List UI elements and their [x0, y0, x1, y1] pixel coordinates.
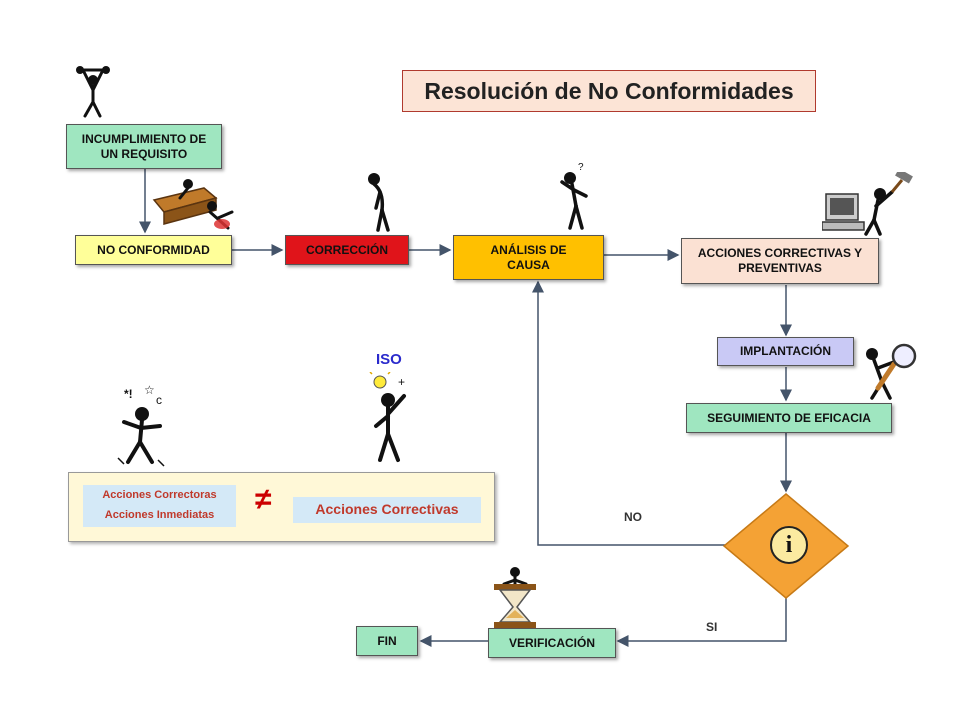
- acciones-correctivas-label: Acciones Correctivas: [315, 501, 459, 517]
- label-iso: ISO: [376, 351, 402, 368]
- thinking-figure-icon: ?: [560, 162, 588, 230]
- acciones-inmediatas-label: Acciones Inmediatas: [104, 509, 215, 521]
- not-equal-symbol: ≠: [255, 483, 272, 516]
- exercise-figure-icon: [76, 66, 110, 118]
- box-fin: FIN: [356, 626, 418, 656]
- arrow-decision-no-loop: [532, 280, 725, 546]
- sad-figure-icon: [368, 173, 390, 232]
- label-si: SI: [706, 620, 718, 634]
- page-title: Resolución de No Conformidades: [402, 70, 816, 112]
- acciones-correctoras-label: Acciones Correctoras: [102, 489, 217, 501]
- box-implantacion: IMPLANTACIÓN: [717, 337, 854, 366]
- computer-hammer-figure-icon: [822, 172, 913, 236]
- box-correccion: CORRECCIÓN: [285, 235, 409, 265]
- svg-text:*!: *!: [124, 387, 133, 401]
- idea-figure-icon: +: [369, 372, 406, 462]
- svg-text:+: +: [398, 375, 405, 389]
- box-no-conformidad: NO CONFORMIDAD: [75, 235, 232, 265]
- svg-text:?: ?: [578, 162, 584, 173]
- box-verificacion: VERIFICACIÓN: [488, 628, 616, 658]
- correctivas-panel: [293, 497, 481, 523]
- box-seguimiento: SEGUIMIENTO DE EFICACIA: [686, 403, 892, 433]
- svg-text:c: c: [156, 393, 162, 407]
- arrow-decision-si-to-verificacion: [616, 598, 787, 647]
- box-acciones-correctivas: ACCIONES CORRECTIVAS Y PREVENTIVAS: [681, 238, 879, 284]
- comparison-panel: Acciones Correctoras Acciones Inmediatas…: [68, 472, 495, 542]
- label-no: NO: [624, 510, 642, 524]
- decision-info-glyph: i: [785, 532, 793, 558]
- box-incumplimiento: INCUMPLIMIENTO DE UN REQUISITO: [66, 124, 222, 169]
- correctoras-panel: [83, 485, 236, 527]
- fallen-desk-figure-icon: [152, 179, 234, 230]
- hourglass-figure-icon: [494, 567, 536, 628]
- svg-text:☆: ☆: [144, 383, 155, 397]
- box-analisis-causa: ANÁLISIS DE CAUSA: [453, 235, 604, 280]
- magnifier-figure-icon: [866, 343, 917, 400]
- angry-figure-icon: *! ☆ c: [117, 383, 165, 467]
